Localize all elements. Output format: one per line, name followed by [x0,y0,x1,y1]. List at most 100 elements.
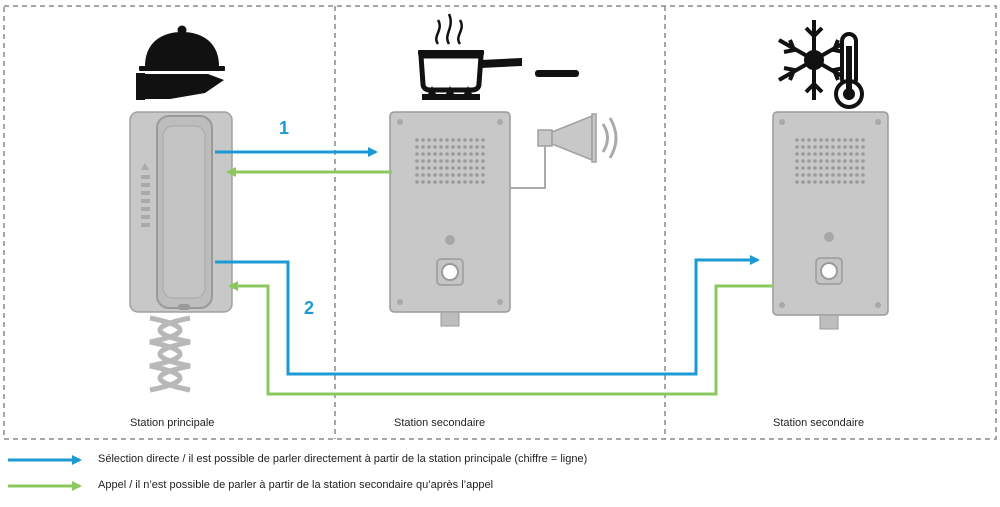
speaker-grille-hole [831,166,835,170]
speaker-grille-hole [433,145,437,149]
secondary-station-2-panel [772,111,889,330]
speaker-grille-hole [795,166,799,170]
speaker-grille-hole [801,166,805,170]
speaker-grille-hole [439,138,443,142]
speaker-grille-hole [831,180,835,184]
speaker-grille-hole [481,159,485,163]
speaker-grille-hole [849,180,853,184]
speaker-grille-hole [855,166,859,170]
speaker-grille-hole [445,145,449,149]
speaker-grille-hole [469,159,473,163]
speaker-grille-hole [855,173,859,177]
speaker-grille-hole [457,145,461,149]
speaker-grille-hole [813,180,817,184]
speaker-grille-hole [469,173,473,177]
speaker-grille-hole [861,152,865,156]
telephone-cord [149,315,191,393]
speaker-grille-hole [813,145,817,149]
speaker-grille-hole [795,145,799,149]
speaker-grille-hole [825,145,829,149]
speaker-grille-hole [855,159,859,163]
speaker-grille-hole [831,138,835,142]
speaker-grille-hole [421,173,425,177]
speaker-grille-hole [807,173,811,177]
speaker-grille-hole [433,173,437,177]
speaker-grille-hole [451,173,455,177]
speaker-grille-hole [807,145,811,149]
speaker-grille-hole [861,180,865,184]
speaker-grille-hole [861,138,865,142]
speaker-grille-hole [415,159,419,163]
speaker-grille-hole [469,180,473,184]
speaker-grille-hole [819,173,823,177]
speaker-grille-hole [421,166,425,170]
line-1-number: 1 [279,118,290,138]
speaker-grille-hole [843,180,847,184]
speaker-grille-hole [415,166,419,170]
speaker-grille-hole [837,166,841,170]
speaker-grille-hole [445,159,449,163]
speaker-grille-hole [427,173,431,177]
speaker-grille-hole [481,145,485,149]
speaker-grille-hole [849,145,853,149]
speaker-grille-hole [795,138,799,142]
speaker-grille-hole [801,159,805,163]
speaker-grille-hole [427,145,431,149]
speaker-grille-hole [825,180,829,184]
main-station-telephone [129,111,233,393]
speaker-grille-hole [427,166,431,170]
speaker-grille-hole [433,180,437,184]
speaker-grille-hole [831,173,835,177]
speaker-grille-hole [849,138,853,142]
speaker-grille-hole [421,180,425,184]
speaker-grille-hole [451,145,455,149]
speaker-grille-hole [439,159,443,163]
legend-call-text: Appel / il n’est possible de parler à pa… [98,479,494,491]
speaker-grille-hole [415,173,419,177]
speaker-grille-hole [451,180,455,184]
speaker-grille-hole [807,138,811,142]
speaker-grille-hole [463,152,467,156]
speaker-grille-hole [433,166,437,170]
speaker-grille-hole [837,138,841,142]
speaker-grille-hole [807,159,811,163]
speaker-grille-hole [469,138,473,142]
speaker-grille-hole [801,138,805,142]
speaker-grille-hole [451,152,455,156]
speaker-grille-hole [415,145,419,149]
speaker-grille-hole [475,159,479,163]
speaker-grille-hole [825,152,829,156]
speaker-grille-hole [457,166,461,170]
speaker-grille-hole [433,138,437,142]
speaker-grille-hole [837,173,841,177]
speaker-grille-hole [813,138,817,142]
speaker-grille-hole [451,159,455,163]
speaker-grille-hole [421,159,425,163]
speaker-grille-hole [463,180,467,184]
speaker-grille-hole [427,180,431,184]
speaker-grille-hole [481,180,485,184]
speaker-grille-hole [801,173,805,177]
speaker-grille-hole [855,180,859,184]
speaker-grille-hole [843,166,847,170]
speaker-grille-hole [819,145,823,149]
speaker-grille-hole [463,166,467,170]
speaker-grille-hole [481,166,485,170]
speaker-grille-hole [481,152,485,156]
line-2-call-arrow [228,281,774,396]
speaker-grille-hole [457,152,461,156]
speaker-grille-hole [801,180,805,184]
speaker-grille-hole [451,138,455,142]
speaker-grille-hole [849,173,853,177]
speaker-grille-hole [855,138,859,142]
speaker-grille-hole [819,159,823,163]
loudspeaker-horn-icon [510,113,618,189]
speaker-grille-hole [825,166,829,170]
speaker-grille-hole [457,159,461,163]
speaker-grille-hole [843,145,847,149]
cooking-pot-icon [418,13,522,100]
diagram-border [3,5,997,440]
speaker-grille-hole [819,166,823,170]
